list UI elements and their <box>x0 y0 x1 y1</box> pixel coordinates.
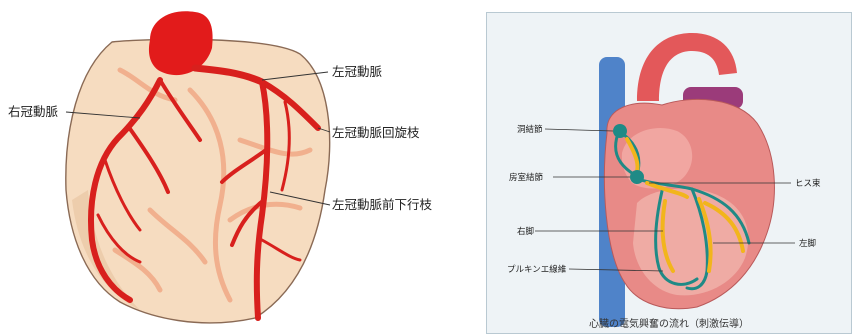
label-his-bundle: ヒス束 <box>795 179 821 189</box>
av-node <box>630 170 644 184</box>
conduction-heart-illustration: 洞結節 房室結節 ヒス束 右脚 左脚 プルキンエ線維 心臓の電気興奮の流れ（刺激… <box>487 13 851 333</box>
label-left-coronary-artery: 左冠動脈 <box>332 64 383 79</box>
caption: 心臓の電気興奮の流れ（刺激伝導） <box>589 317 749 330</box>
label-right-coronary-artery: 右冠動脈 <box>8 104 59 119</box>
conduction-system-diagram: 洞結節 房室結節 ヒス束 右脚 左脚 プルキンエ線維 心臓の電気興奮の流れ（刺激… <box>486 12 852 334</box>
label-purkinje-fibers: プルキンエ線維 <box>507 264 567 275</box>
sa-node <box>613 124 627 138</box>
label-anterior-descending-branch: 左冠動脈前下行枝 <box>332 197 433 212</box>
coronary-heart-illustration: 左冠動脈 右冠動脈 左冠動脈回旋枝 左冠動脈前下行枝 <box>0 0 474 334</box>
label-left-bundle-branch: 左脚 <box>799 238 816 249</box>
coronary-artery-diagram: 左冠動脈 右冠動脈 左冠動脈回旋枝 左冠動脈前下行枝 <box>0 0 474 334</box>
label-right-bundle-branch: 右脚 <box>517 226 534 237</box>
label-av-node: 房室結節 <box>509 172 544 183</box>
label-sa-node: 洞結節 <box>517 124 543 135</box>
label-circumflex-branch: 左冠動脈回旋枝 <box>332 125 420 140</box>
